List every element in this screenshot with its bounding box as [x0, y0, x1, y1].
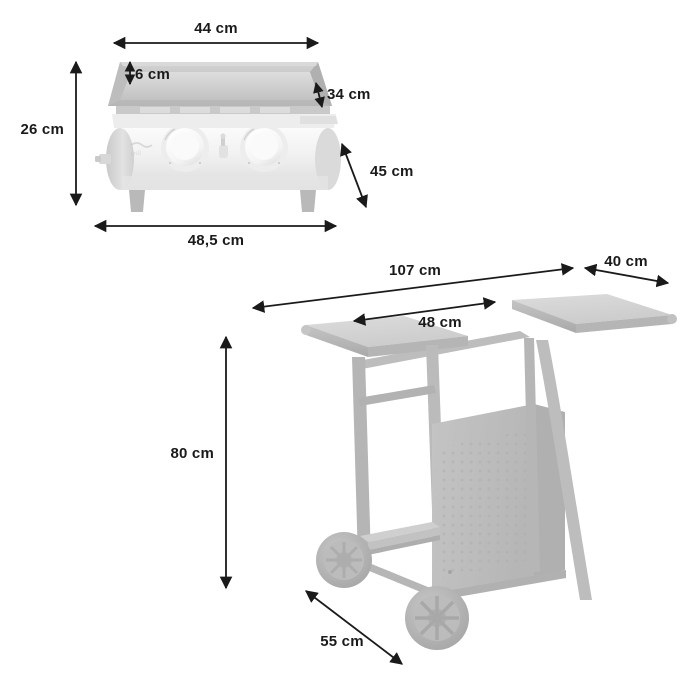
- cart-leg-right-curved: [536, 340, 592, 600]
- dimension-label-26cm: 26 cm: [20, 121, 64, 138]
- cart-lower-shelf: [360, 522, 440, 555]
- dimension-label-40cm: 40 cm: [604, 253, 648, 270]
- dimension-label-44cm: 44 cm: [194, 20, 238, 37]
- cart-bottom-bar: [362, 560, 566, 600]
- grill-igniter-button[interactable]: [219, 133, 228, 158]
- cart-leg-right-rear: [524, 338, 540, 572]
- dimension-label-55cm: 55 cm: [320, 633, 364, 650]
- grill-legs: [129, 190, 316, 212]
- dimension-cart-height: 80 cm: [170, 335, 233, 590]
- cart-cross-rail-left: [358, 385, 436, 406]
- grill-lid-vents: [116, 106, 330, 114]
- grill-gas-inlet: [95, 154, 111, 164]
- dimension-grill-lid-depth: 34 cm: [313, 81, 371, 109]
- grill-lid: [108, 62, 332, 106]
- dimension-cart-depth-top: 40 cm: [583, 253, 670, 288]
- cart-leg-left-front: [352, 357, 371, 560]
- dimension-label-80cm: 80 cm: [170, 445, 214, 462]
- dimension-grill-width-bottom: 48,5 cm: [93, 219, 338, 249]
- dimension-grill-lid-height: 6 cm: [124, 60, 170, 86]
- dimension-label-107cm: 107 cm: [389, 262, 441, 279]
- dimension-grill-width-top: 44 cm: [112, 20, 320, 50]
- dimension-label-6cm: 6 cm: [135, 66, 170, 83]
- dimension-cart-inner-width: 48 cm: [352, 297, 497, 331]
- dimension-label-45cm: 45 cm: [370, 163, 414, 180]
- grill-knob-left[interactable]: [161, 124, 209, 172]
- dimension-grill-total-height: 26 cm: [20, 60, 83, 207]
- dimension-label-48-5cm: 48,5 cm: [188, 232, 244, 249]
- grill-hinge-band: [112, 114, 338, 128]
- cart-wheel-front: [405, 586, 469, 650]
- dimension-cart-depth-bottom: 55 cm: [304, 590, 404, 665]
- dimension-label-34cm: 34 cm: [327, 86, 371, 103]
- grill-illustration: grill: [95, 62, 341, 212]
- dimension-cart-total-width: 107 cm: [251, 262, 575, 313]
- dimension-label-48cm: 48 cm: [418, 314, 462, 331]
- grill-brand-logo: grill: [130, 142, 153, 157]
- dimension-grill-body-depth: 45 cm: [340, 142, 414, 209]
- cart-wheel-back: [316, 532, 372, 588]
- grill-knob-right[interactable]: [240, 124, 288, 172]
- svg-text:grill: grill: [131, 151, 141, 157]
- cart-top-rail: [352, 331, 530, 369]
- cart-illustration: [301, 294, 677, 650]
- cart-side-panel: [432, 404, 534, 600]
